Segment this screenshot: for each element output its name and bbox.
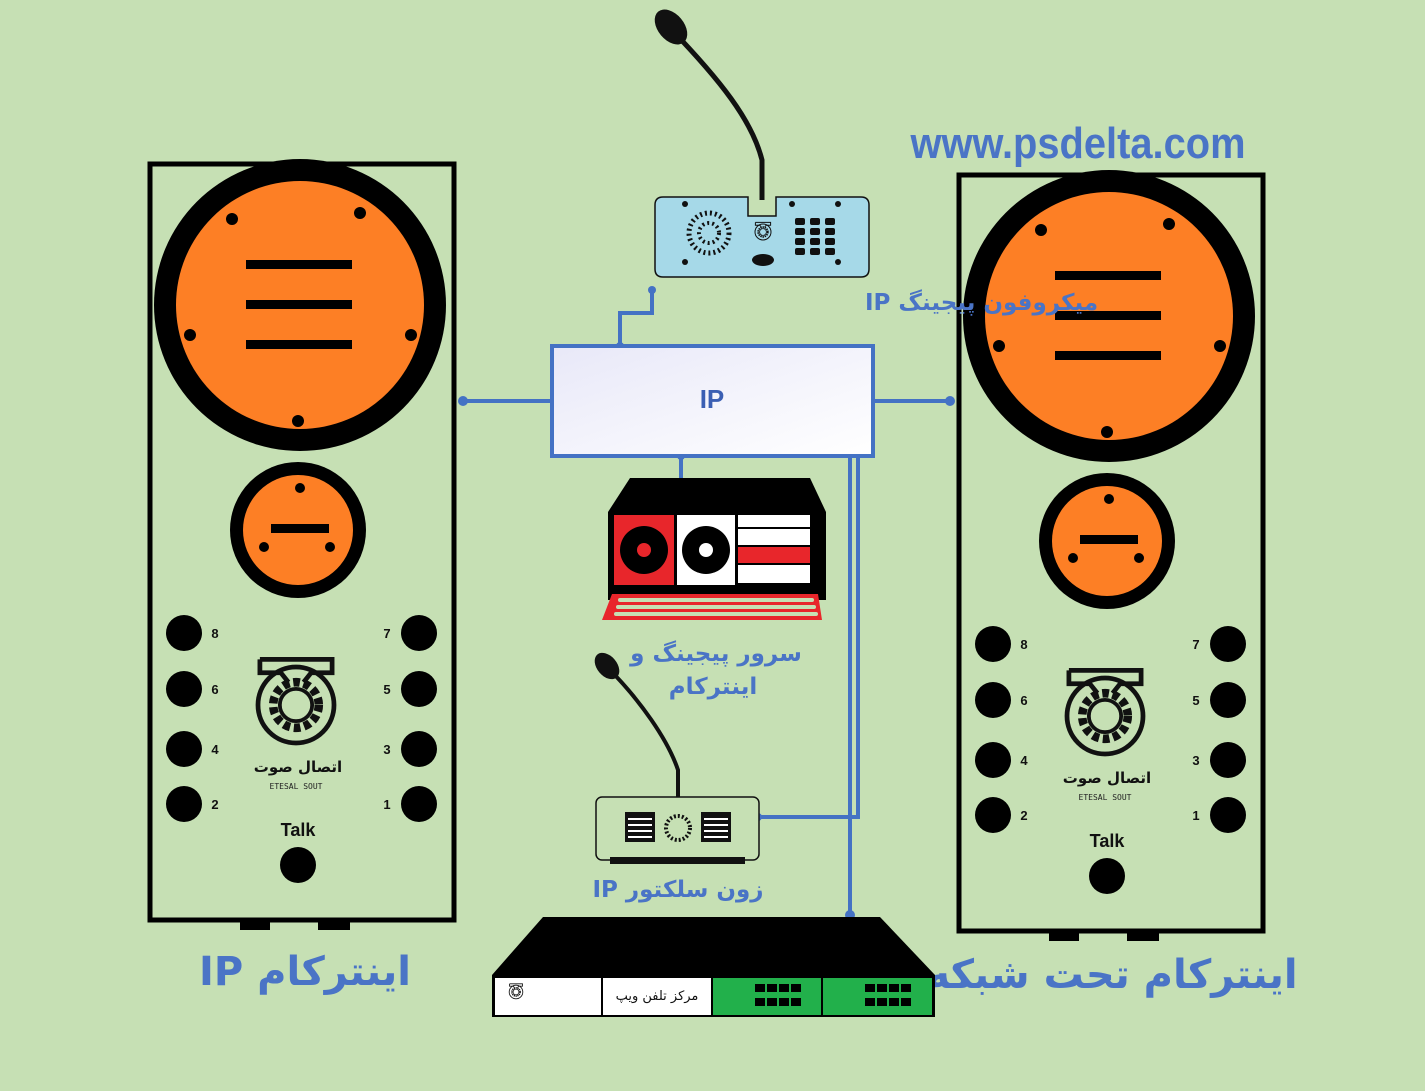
- screw: [1068, 553, 1078, 563]
- ip-box-label: IP: [700, 384, 725, 414]
- screw: [1101, 426, 1113, 438]
- speed-dial-button[interactable]: [1210, 682, 1246, 718]
- button-label: 4: [211, 742, 219, 757]
- mic-head-icon: [594, 652, 620, 680]
- button-label: 1: [1192, 808, 1199, 823]
- switch-ports-1: [713, 978, 821, 1015]
- screw: [1134, 553, 1144, 563]
- foot: [1127, 931, 1159, 941]
- speed-dial-button[interactable]: [401, 615, 437, 651]
- screw: [1104, 494, 1114, 504]
- speed-dial-button[interactable]: [166, 731, 202, 767]
- speaker-slot: [1055, 271, 1161, 280]
- zone-selector: زون سلکتور IP: [592, 652, 764, 903]
- brand-name-en: ETESAL SOUT: [270, 782, 323, 791]
- screw: [405, 329, 417, 341]
- foot: [318, 920, 350, 930]
- zone-selector-label: زون سلکتور IP: [592, 877, 763, 903]
- button-label: 7: [1192, 637, 1199, 652]
- talk-label: Talk: [281, 820, 317, 840]
- gooseneck: [668, 26, 765, 200]
- button-label: 7: [383, 626, 390, 641]
- speaker-grille-icon: [686, 210, 732, 256]
- speed-dial-button[interactable]: [401, 731, 437, 767]
- speaker-slot: [246, 300, 352, 309]
- button-label: 2: [1020, 808, 1027, 823]
- speed-dial-button[interactable]: [166, 671, 202, 707]
- button-label: 3: [1192, 753, 1199, 768]
- speed-dial-button[interactable]: [975, 626, 1011, 662]
- speed-dial-button[interactable]: [401, 671, 437, 707]
- speaker-grille-icon: [664, 814, 692, 842]
- speaker-slot: [246, 260, 352, 269]
- screw: [1035, 224, 1047, 236]
- fan-icon: [699, 543, 713, 557]
- ip-network-box: IP: [550, 344, 875, 458]
- talk-label: Talk: [1090, 831, 1126, 851]
- intercom-left-title: اینترکام IP: [199, 949, 411, 995]
- button-label: 4: [1020, 753, 1028, 768]
- screw: [354, 207, 366, 219]
- screw: [295, 483, 305, 493]
- speed-dial-button[interactable]: [1210, 797, 1246, 833]
- talk-button[interactable]: [280, 847, 316, 883]
- screw: [184, 329, 196, 341]
- speed-dial-button[interactable]: [166, 615, 202, 651]
- mic-head-icon: [654, 9, 688, 45]
- speaker-slot: [246, 340, 352, 349]
- button-label: 8: [211, 626, 218, 641]
- button-label: 5: [1192, 693, 1199, 708]
- speed-dial-button[interactable]: [401, 786, 437, 822]
- line-paging-mic: [618, 290, 654, 346]
- speed-dial-button[interactable]: [975, 742, 1011, 778]
- brand-name-fa: اتصال صوت: [1063, 769, 1151, 787]
- keypad-icon: [795, 218, 835, 255]
- switch-ports-2: [823, 978, 932, 1015]
- speed-dial-button[interactable]: [1210, 742, 1246, 778]
- intercom-right: 8 7 6 5 4 3 2 1 اتصال صوت ETESAL SOUT Talk: [956, 170, 1266, 941]
- speaker-slot: [271, 524, 329, 533]
- button-label: 2: [211, 797, 218, 812]
- screw: [226, 213, 238, 225]
- button-label: 1: [383, 797, 390, 812]
- line-zone-selector: [758, 452, 860, 819]
- fan-icon: [637, 543, 651, 557]
- brand-name-en: ETESAL SOUT: [1079, 793, 1132, 802]
- brand-name-fa: اتصال صوت: [254, 758, 342, 776]
- button-label: 8: [1020, 637, 1027, 652]
- screw: [292, 415, 304, 427]
- screw: [325, 542, 335, 552]
- foot: [1049, 931, 1079, 941]
- website-url: www.psdelta.com: [910, 119, 1246, 168]
- foot: [240, 920, 270, 930]
- talk-button[interactable]: [1089, 858, 1125, 894]
- speaker-slot: [1055, 351, 1161, 360]
- intercom-right-title: اینترکام تحت شبکه: [926, 952, 1297, 998]
- server-label-line1: سرور پیجینگ و: [629, 640, 802, 667]
- button-label: 5: [383, 682, 390, 697]
- screw: [259, 542, 269, 552]
- intercom-left: 8 7 6 5 4 3 2 1 اتصال صوت ETESAL SOUT Talk: [147, 159, 457, 930]
- speaker-slot: [1080, 535, 1138, 544]
- button-label: 6: [1020, 693, 1027, 708]
- paging-microphone: میکروفون پیجینگ IP: [654, 9, 1098, 316]
- server-label-line2: اینترکام: [669, 674, 757, 700]
- paging-mic-label: میکروفون پیجینگ IP: [865, 289, 1098, 316]
- speed-dial-button[interactable]: [975, 682, 1011, 718]
- speed-dial-button[interactable]: [1210, 626, 1246, 662]
- screw: [993, 340, 1005, 352]
- button-label: 3: [383, 742, 390, 757]
- switch-front-text: مرکز تلفن ویپ: [616, 989, 699, 1004]
- speaker-slot: [1055, 311, 1161, 320]
- connection-lines: [463, 290, 950, 915]
- screw: [1163, 218, 1175, 230]
- speed-dial-button[interactable]: [975, 797, 1011, 833]
- speed-dial-button[interactable]: [166, 786, 202, 822]
- button-label: 6: [211, 682, 218, 697]
- voip-switch: مرکز تلفن ویپ: [492, 917, 935, 1017]
- paging-intercom-server: سرور پیجینگ و اینترکام: [602, 478, 826, 700]
- screw: [1214, 340, 1226, 352]
